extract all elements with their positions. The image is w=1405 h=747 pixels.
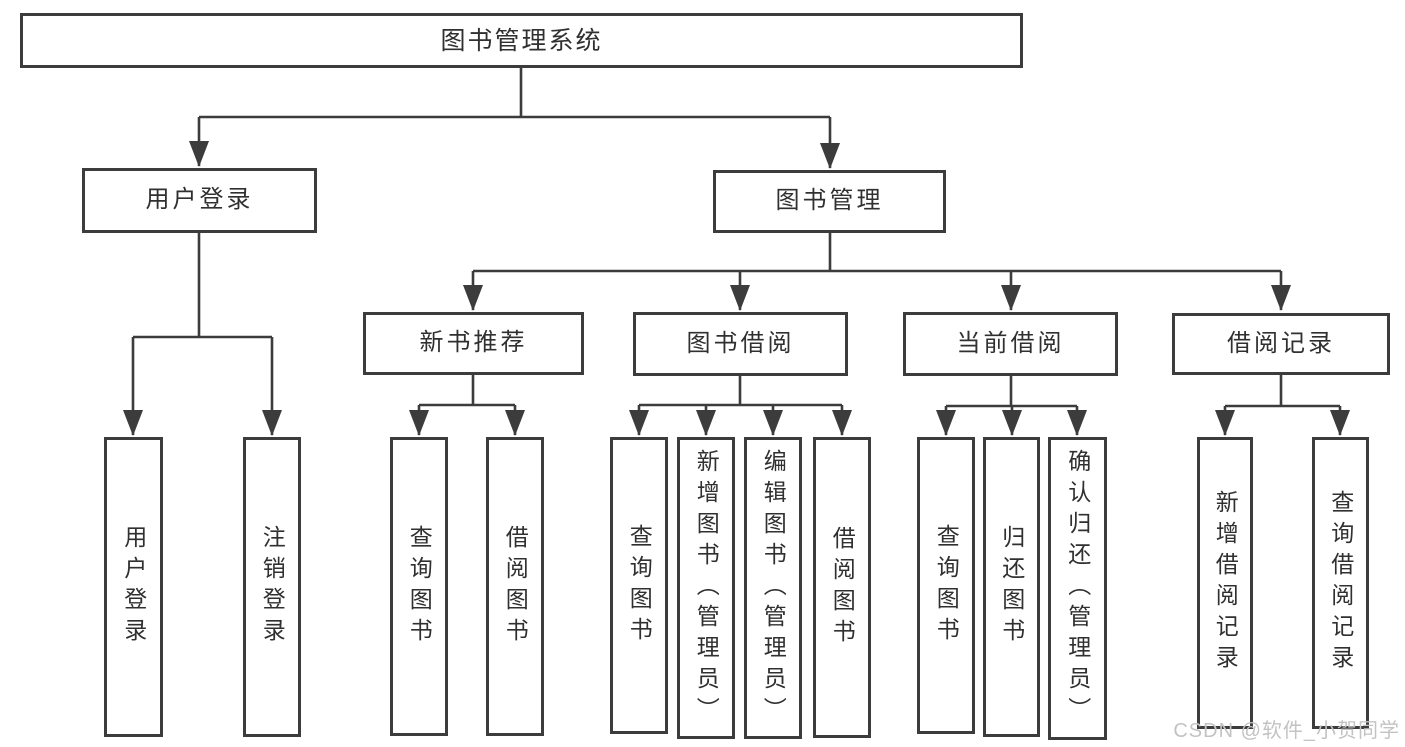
leaf-query-borrow-record: 查询借阅记录 (1312, 437, 1369, 729)
leaf-add-book-admin: 新增图书（管理员） (677, 437, 735, 739)
node-book-management: 图书管理 (713, 170, 946, 233)
leaf-add-borrow-record: 新增借阅记录 (1197, 437, 1253, 729)
connector-spines (133, 68, 1340, 408)
leaf-current-query-books: 查询图书 (917, 437, 975, 734)
leaf-recommend-query-books: 查询图书 (390, 437, 448, 736)
node-book-borrowing: 图书借阅 (633, 312, 848, 376)
watermark-text: CSDN @软件_小贺同学 (1173, 720, 1400, 742)
leaf-logout: 注销登录 (243, 437, 301, 737)
leaf-edit-book-admin: 编辑图书（管理员） (744, 437, 802, 739)
node-user-login-group: 用户登录 (82, 168, 317, 233)
node-new-book-recommendation: 新书推荐 (363, 312, 584, 375)
leaf-borrowing-query-books: 查询图书 (610, 437, 668, 734)
leaf-borrowing-borrow-books: 借阅图书 (813, 437, 871, 738)
node-current-borrowing: 当前借阅 (903, 312, 1118, 376)
leaf-confirm-return-admin: 确认归还（管理员） (1048, 437, 1107, 740)
leaf-recommend-borrow-books: 借阅图书 (486, 437, 544, 736)
leaf-return-books: 归还图书 (983, 437, 1040, 737)
leaf-user-login: 用户登录 (104, 437, 163, 737)
node-borrowing-records: 借阅记录 (1172, 313, 1390, 375)
node-library-management-system: 图书管理系统 (20, 13, 1023, 68)
